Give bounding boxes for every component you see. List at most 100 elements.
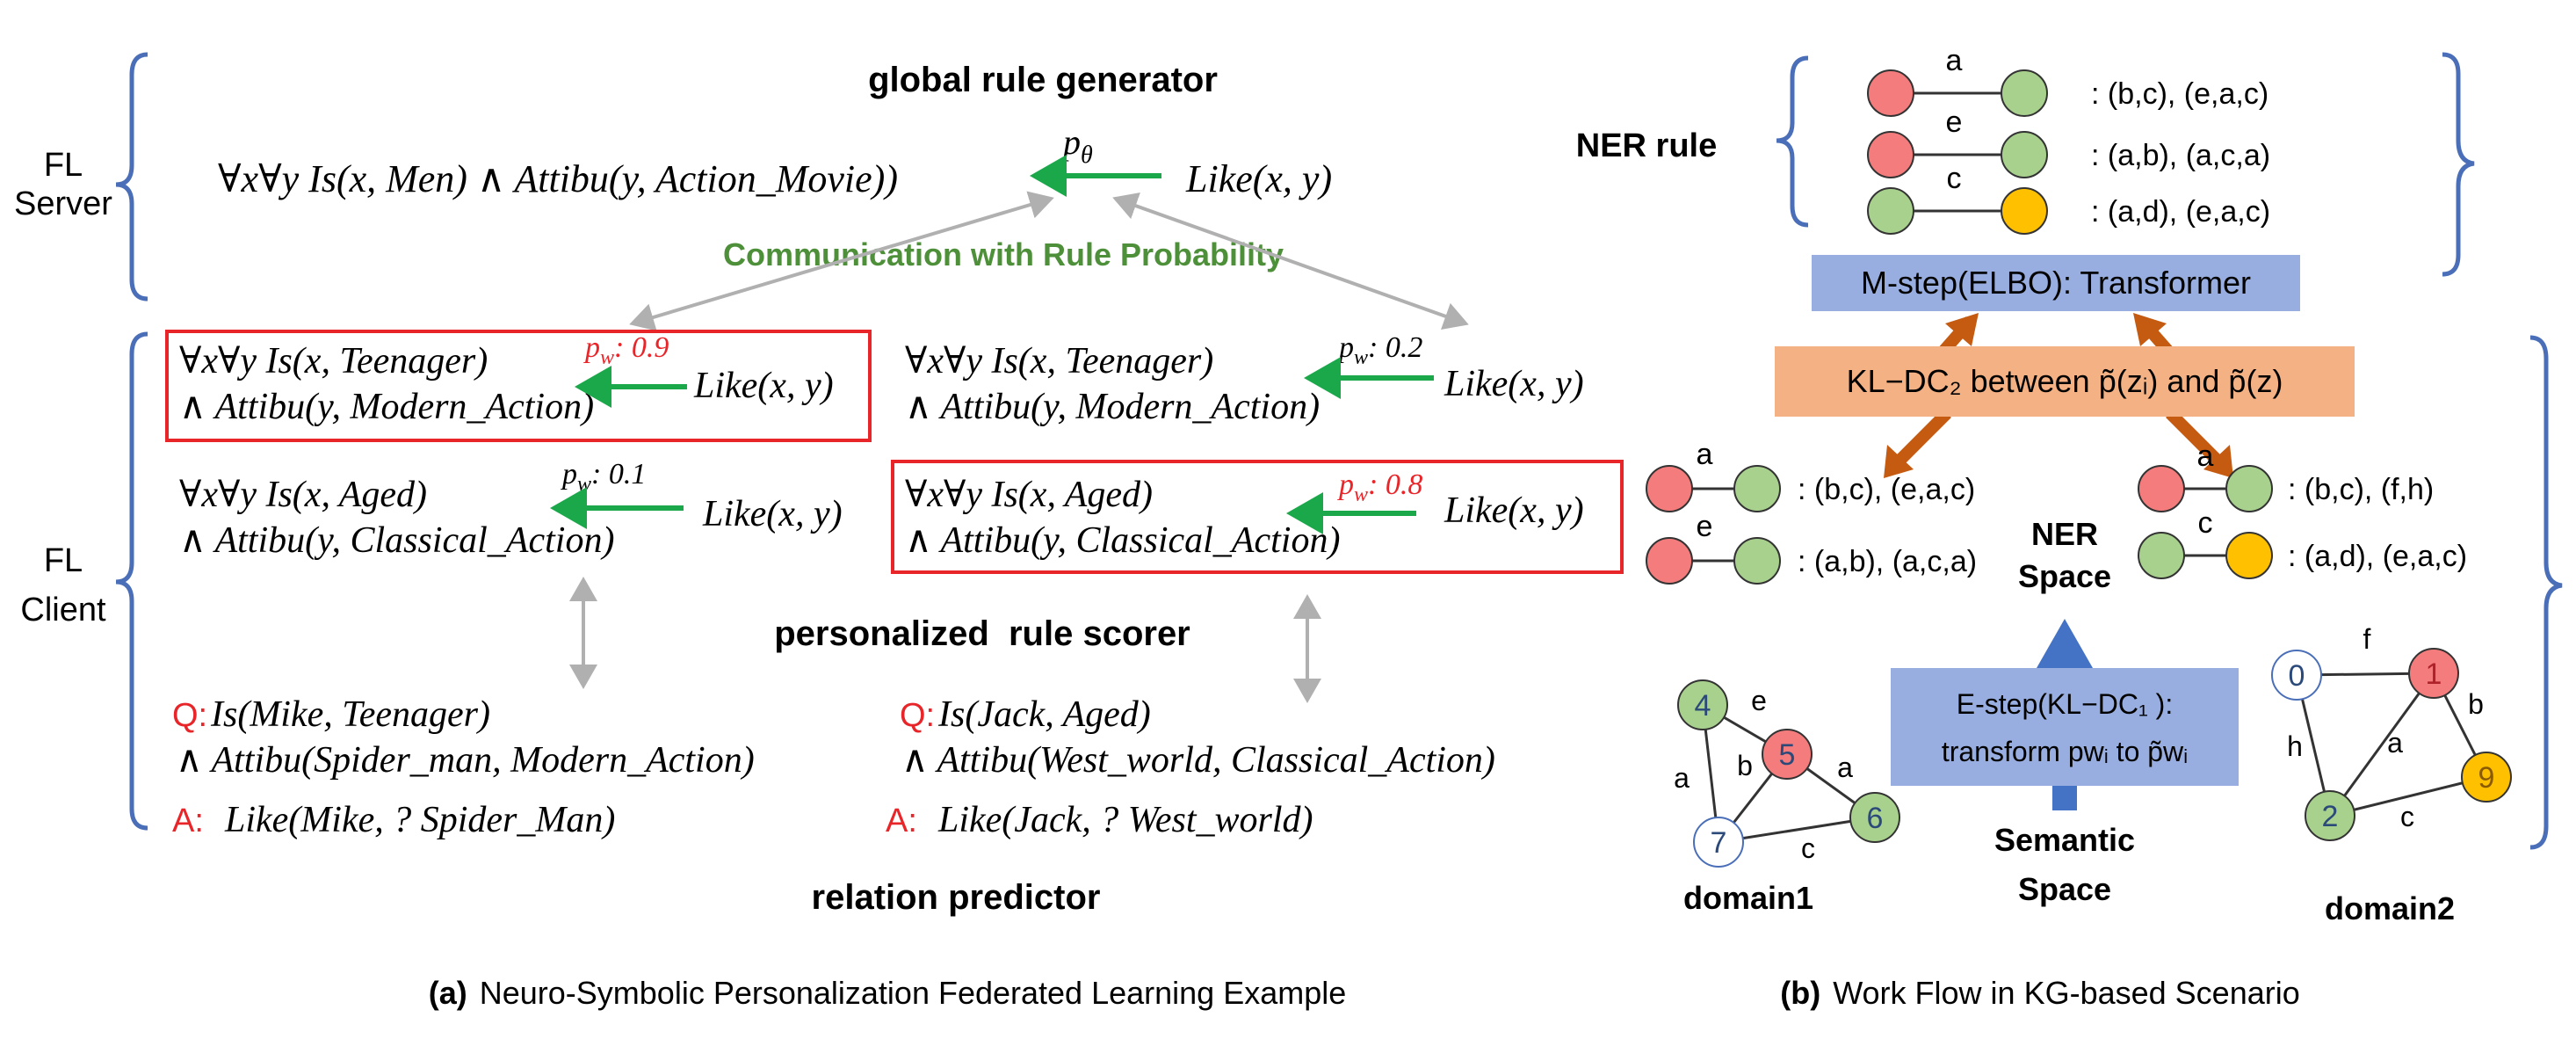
red-node <box>2138 465 2185 512</box>
edge-label: c <box>1801 832 1815 864</box>
q-line1: Is(Jack, Aged) <box>937 694 1151 735</box>
node-label: 5 <box>1779 738 1796 772</box>
client-rule-2: ∀x∀y Is(x, Teenager) ∧ Attibu(y, Modern_… <box>905 331 1584 427</box>
caption-a: (a)Neuro-Symbolic Personalization Federa… <box>429 975 1347 1011</box>
rule-head: Like(x, y) <box>1444 364 1584 404</box>
edge-label: a <box>1674 762 1690 794</box>
server-label-line2: Server <box>14 185 112 222</box>
node-label: 4 <box>1695 689 1711 723</box>
rule-line1: ∀x∀y Is(x, Aged) <box>179 475 427 515</box>
rule-text: : (b,c), (e,a,c) <box>2091 77 2268 111</box>
client-label-line2: Client <box>20 592 106 628</box>
rule-prob: pw: 0.2 <box>1337 331 1422 369</box>
domain1-title: domain1 <box>1683 880 1813 916</box>
edge-label: b <box>1737 750 1753 781</box>
ner-rule-row-1: a : (b,c), (e,a,c) <box>1867 44 2268 117</box>
orange-arrow-up-right-head <box>2133 313 2167 346</box>
global-rule-head: Like(x, y) <box>1185 157 1332 200</box>
global-rule-generator-title: global rule generator <box>868 61 1218 99</box>
rule-line2: ∧ Attibu(y, Classical_Action) <box>905 520 1340 561</box>
edge-label: a <box>2197 439 2214 473</box>
orange-arrow-down-right <box>2166 409 2224 467</box>
q-line1: Is(Mike, Teenager) <box>210 694 490 735</box>
node-7 <box>1693 817 1744 868</box>
node-9 <box>2461 752 2512 803</box>
edge-label: e <box>1751 685 1767 716</box>
node-6 <box>1849 792 1900 843</box>
red-node <box>1646 537 1693 585</box>
rule-head: Like(x, y) <box>693 366 834 406</box>
right-big-brace <box>2529 335 2563 850</box>
client-label-line1: FL <box>44 542 83 579</box>
highlight-box <box>165 330 872 442</box>
green-node <box>2001 131 2048 178</box>
p-theta-label: pθ <box>1060 122 1093 169</box>
edge-label: e <box>1946 105 1963 139</box>
kl-dc2-box <box>1775 346 2355 417</box>
node-label: 0 <box>2289 659 2305 693</box>
edge-label: c <box>2400 801 2414 832</box>
right-rule-row-2: c : (a,d), (e,a,c) <box>2138 506 2467 579</box>
ner-space-line2: Space <box>2018 558 2111 594</box>
answer: Like(Jack, ? West_world) <box>937 800 1313 840</box>
a-label: A: <box>172 803 204 839</box>
red-node <box>1646 465 1693 512</box>
edge-label: a <box>1697 438 1713 471</box>
m-step-box <box>1812 255 2300 311</box>
server-brace <box>115 52 148 301</box>
gray-arrow-left <box>629 191 1054 331</box>
left-rule-row-1: a : (b,c), (e,a,c) <box>1646 438 1975 512</box>
q-label: Q: <box>172 697 207 734</box>
orange-arrow-down-left <box>1893 409 1951 467</box>
edge-label: c <box>1947 162 1962 195</box>
green-node <box>2138 532 2185 579</box>
rule-line2: ∧ Attibu(y, Classical_Action) <box>179 520 614 561</box>
a-label: A: <box>886 803 917 839</box>
red-node <box>1867 131 1914 178</box>
yellow-node <box>2001 187 2048 235</box>
rule-prob: pw: 0.1 <box>561 458 646 496</box>
edge-label: a <box>1837 752 1853 783</box>
domain2-graph: 0 1 2 9 f h a b c domain2 <box>2271 623 2512 926</box>
node-label: 9 <box>2478 761 2495 795</box>
rule-text: : (a,d), (e,a,c) <box>2091 195 2270 229</box>
edge-label: a <box>1946 44 1963 77</box>
caption-b: (b)Work Flow in KG-based Scenario <box>1780 975 2300 1011</box>
rule-line1: ∀x∀y Is(x, Aged) <box>905 475 1153 515</box>
rule-text: : (a,d), (e,a,c) <box>2288 540 2467 573</box>
node-label: 2 <box>2322 800 2339 833</box>
rule-line1: ∀x∀y Is(x, Teenager) <box>179 341 488 381</box>
left-rule-row-2: e : (a,b), (a,c,a) <box>1646 510 1977 585</box>
domain2-title: domain2 <box>2325 890 2455 926</box>
node-1 <box>2408 648 2459 699</box>
ner-rule-label: NER rule <box>1576 127 1717 164</box>
edge-label: e <box>1697 510 1713 543</box>
edge-label: b <box>2468 688 2484 720</box>
rule-text: : (b,c), (f,h) <box>2288 473 2434 506</box>
rule-head: Like(x, y) <box>1444 490 1584 531</box>
rule-head: Like(x, y) <box>702 494 843 534</box>
yellow-node <box>2225 532 2273 579</box>
query-1: Q: Is(Mike, Teenager) ∧ Attibu(Spider_ma… <box>172 694 755 840</box>
orange-arrow-down-left-head <box>1884 445 1914 478</box>
green-node <box>1867 187 1914 235</box>
answer: Like(Mike, ? Spider_Man) <box>224 800 615 840</box>
kl-dc2-label: KL−DC₂ between p̃(zᵢ) and p̃(z) <box>1847 363 2283 399</box>
edge-label: h <box>2287 730 2303 762</box>
semantic-space-line1: Semantic <box>1994 822 2135 858</box>
ner-rule-row-3: c : (a,d), (e,a,c) <box>1867 162 2270 235</box>
green-node <box>2001 69 2048 117</box>
gray-arrow-right <box>1112 192 1469 331</box>
communication-label: Communication with Rule Probability <box>723 236 1284 272</box>
node-2 <box>2305 790 2355 841</box>
highlight-box <box>891 460 1624 574</box>
node-0 <box>2271 650 2322 701</box>
semantic-space-line2: Space <box>2018 871 2111 907</box>
e-step-line1: E-step(KL−DC₁ ): <box>1957 688 2173 720</box>
personalized-rule-scorer-title: personalized rule scorer <box>774 614 1190 653</box>
green-node <box>1733 537 1781 585</box>
edge-label: a <box>2387 727 2403 759</box>
rule-prob: pw: 0.8 <box>1337 469 1422 506</box>
edge-label: c <box>2198 506 2213 540</box>
